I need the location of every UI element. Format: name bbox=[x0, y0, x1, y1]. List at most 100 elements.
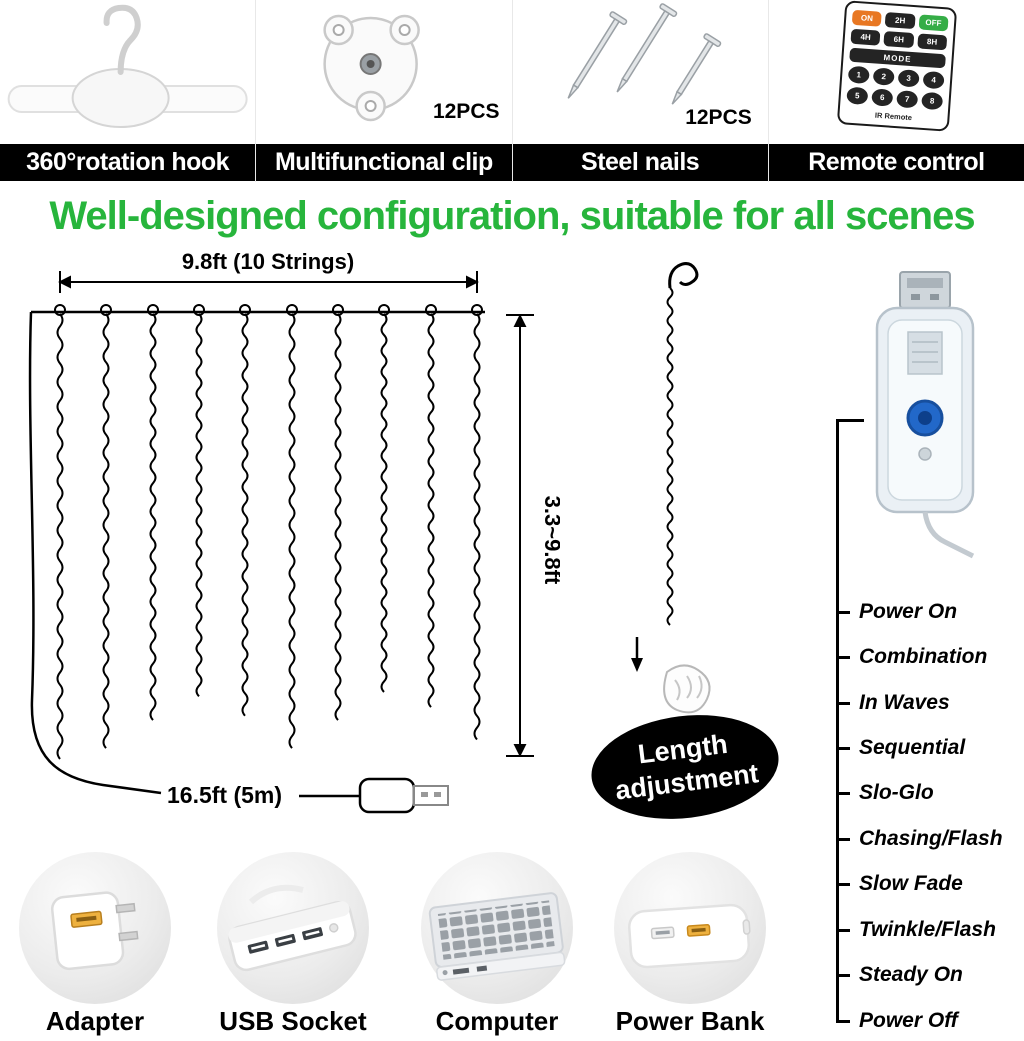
usb-socket-icon bbox=[228, 884, 357, 972]
accessory-label-remote: Remote control bbox=[768, 144, 1024, 181]
drop-dimension bbox=[506, 314, 534, 757]
remote-digit-4: 4 bbox=[922, 70, 945, 90]
width-dimension bbox=[58, 271, 479, 293]
mode-tick bbox=[836, 928, 850, 932]
down-arrow-icon bbox=[631, 637, 643, 672]
accessory-label-nails: Steel nails bbox=[512, 144, 768, 181]
mode-label: Slo-Glo bbox=[859, 781, 934, 804]
mode-tick bbox=[836, 1019, 850, 1023]
mode-item-sequential: Sequential bbox=[836, 736, 965, 760]
width-dimension-label: 9.8ft (10 Strings) bbox=[182, 252, 354, 274]
clip-quantity-badge: 12PCS bbox=[432, 100, 500, 123]
nails-quantity-badge: 12PCS bbox=[685, 106, 752, 129]
controller-wire bbox=[922, 511, 975, 559]
remote-digit-1: 1 bbox=[847, 65, 870, 85]
usb-plug-icon bbox=[358, 777, 449, 814]
hand-icon bbox=[663, 664, 711, 714]
accessories-row: 360°rotation hook 12PCS Multifunctional … bbox=[0, 0, 1024, 182]
remote-digit-7: 7 bbox=[895, 90, 919, 109]
mode-label: Sequential bbox=[859, 736, 966, 759]
remote-on-button: ON bbox=[851, 9, 882, 27]
mode-tick bbox=[836, 837, 850, 841]
mode-item-chasing-flash: Chasing/Flash bbox=[836, 827, 1003, 851]
single-string-hook-icon bbox=[668, 262, 699, 289]
single-light-string bbox=[666, 287, 674, 626]
power-bank-icon bbox=[628, 903, 751, 969]
mode-item-twinkle-flash: Twinkle/Flash bbox=[836, 918, 996, 942]
mode-item-slow-fade: Slow Fade bbox=[836, 872, 963, 896]
remote-digit-8: 8 bbox=[920, 91, 943, 111]
mode-label: Twinkle/Flash bbox=[859, 918, 996, 941]
curtain-lights-diagram: 9.8ft (10 Strings) bbox=[28, 252, 560, 814]
mode-tick bbox=[836, 610, 850, 614]
light-strings bbox=[56, 312, 481, 760]
remote-off-button: OFF bbox=[918, 14, 949, 32]
mode-item-steady-on: Steady On bbox=[836, 963, 963, 987]
mode-item-in-waves: In Waves bbox=[836, 691, 950, 715]
mode-tick bbox=[836, 882, 850, 886]
drop-dimension-label: 3.3~9.8ft bbox=[540, 496, 560, 585]
remote-control-graphic: ON 2H OFF 4H 6H 8H MODE 1 2 3 4 5 6 bbox=[836, 0, 957, 132]
power-source-adapter-image bbox=[19, 852, 171, 1004]
mode-item-power-on: Power On bbox=[836, 600, 957, 624]
lead-cord bbox=[28, 311, 162, 795]
mode-connector-stub bbox=[836, 419, 864, 422]
accessory-panel-remote: ON 2H OFF 4H 6H 8H MODE 1 2 3 4 5 6 bbox=[767, 0, 1024, 182]
power-source-label-power-bank: Power Bank bbox=[615, 1006, 765, 1036]
length-adjustment-callout: Length adjustment bbox=[591, 715, 779, 819]
controller-usb-connector bbox=[899, 271, 951, 309]
lead-cord-label: 16.5ft (5m) bbox=[167, 782, 282, 808]
accessory-label-rotation-hook: 360°rotation hook bbox=[0, 144, 256, 181]
remote-top-row: ON 2H OFF bbox=[851, 9, 949, 32]
mode-item-slo-glo: Slo-Glo bbox=[836, 781, 934, 805]
mode-label: Slow Fade bbox=[859, 872, 963, 895]
accessory-panel-nails: 12PCS Steel nails bbox=[511, 0, 768, 182]
power-source-label-computer: Computer bbox=[435, 1006, 559, 1036]
mode-label: Steady On bbox=[859, 963, 963, 986]
power-source-power-bank-image bbox=[614, 852, 766, 1004]
remote-timer-8h-button: 8H bbox=[916, 33, 947, 51]
remote-digit-2: 2 bbox=[872, 67, 895, 86]
controller-button bbox=[906, 399, 944, 437]
remote-ir-label: IR Remote bbox=[874, 110, 913, 123]
remote-timer-row: 4H 6H 8H bbox=[850, 28, 947, 51]
power-source-usb-socket-image bbox=[217, 852, 369, 1004]
power-source-label-usb-socket: USB Socket bbox=[219, 1006, 367, 1036]
page-headline: Well-designed configuration, suitable fo… bbox=[49, 194, 975, 238]
multifunctional-clip-icon bbox=[323, 14, 421, 122]
power-source-label-adapter: Adapter bbox=[45, 1006, 145, 1036]
accessory-panel-clip: 12PCS Multifunctional clip bbox=[255, 0, 512, 182]
mode-label: Power Off bbox=[859, 1009, 958, 1032]
computer-icon bbox=[428, 892, 566, 981]
length-adjustment-diagram: Length adjustment bbox=[591, 262, 779, 819]
remote-digit-6: 6 bbox=[870, 88, 894, 107]
steel-nails-icon bbox=[567, 3, 721, 105]
mode-tick bbox=[836, 746, 850, 750]
mode-label: In Waves bbox=[859, 691, 950, 714]
mode-connector-line bbox=[836, 419, 839, 1023]
mode-tick bbox=[836, 701, 850, 705]
mode-tick bbox=[836, 655, 850, 659]
mode-label: Power On bbox=[859, 600, 958, 623]
mode-label: Combination bbox=[859, 645, 988, 668]
usb-controller-graphic bbox=[875, 271, 975, 559]
accessory-panel-rotation-hook: 360°rotation hook bbox=[0, 0, 256, 182]
remote-timer-2h-button: 2H bbox=[884, 12, 916, 30]
mode-item-combination: Combination bbox=[836, 645, 987, 669]
controller-led bbox=[918, 447, 932, 461]
adapter-icon bbox=[50, 891, 139, 971]
remote-mode-button: MODE bbox=[848, 47, 946, 69]
mode-tick bbox=[836, 791, 850, 795]
mode-item-power-off: Power Off bbox=[836, 1009, 958, 1033]
string-hooks bbox=[54, 304, 483, 316]
power-source-computer-image bbox=[421, 852, 573, 1004]
remote-digit-grid: 1 2 3 4 5 6 7 8 bbox=[846, 65, 945, 111]
remote-timer-6h-button: 6H bbox=[883, 31, 914, 49]
accessory-label-clip: Multifunctional clip bbox=[256, 144, 512, 181]
remote-digit-3: 3 bbox=[897, 69, 920, 88]
remote-timer-4h-button: 4H bbox=[850, 28, 881, 46]
mode-label: Chasing/Flash bbox=[859, 827, 1003, 850]
mode-tick bbox=[836, 973, 850, 977]
remote-digit-5: 5 bbox=[846, 86, 869, 106]
